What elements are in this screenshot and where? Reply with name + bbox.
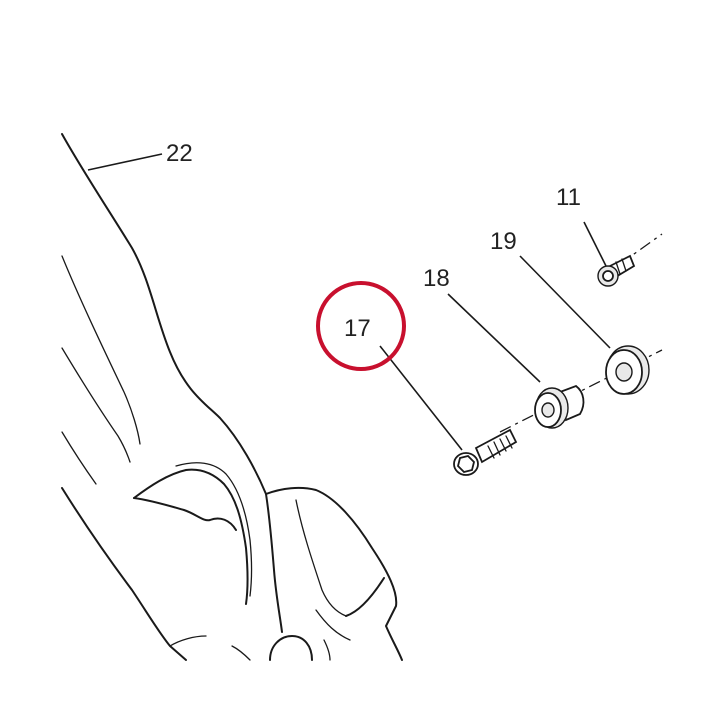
part-number-18: 18 bbox=[423, 265, 450, 292]
frame-body-drawing bbox=[61, 133, 403, 661]
leader-lines bbox=[87, 153, 611, 451]
washer-part-19 bbox=[605, 345, 650, 395]
leader-line-18 bbox=[447, 293, 541, 383]
bolt-part-17 bbox=[453, 428, 518, 476]
leader-line-19 bbox=[519, 255, 611, 349]
leader-line-17 bbox=[379, 345, 463, 451]
leader-line-11 bbox=[583, 221, 607, 267]
part-number-17: 17 bbox=[344, 315, 371, 342]
part-number-22: 22 bbox=[166, 140, 193, 167]
part-number-11: 11 bbox=[556, 184, 581, 211]
part-number-labels: 22 11 19 18 17 bbox=[166, 140, 581, 342]
highlight-circle bbox=[316, 281, 406, 371]
screw-part-11 bbox=[597, 254, 636, 287]
leader-line-22 bbox=[87, 153, 163, 171]
part-number-19: 19 bbox=[490, 228, 517, 255]
bushing-part-18 bbox=[534, 384, 585, 429]
